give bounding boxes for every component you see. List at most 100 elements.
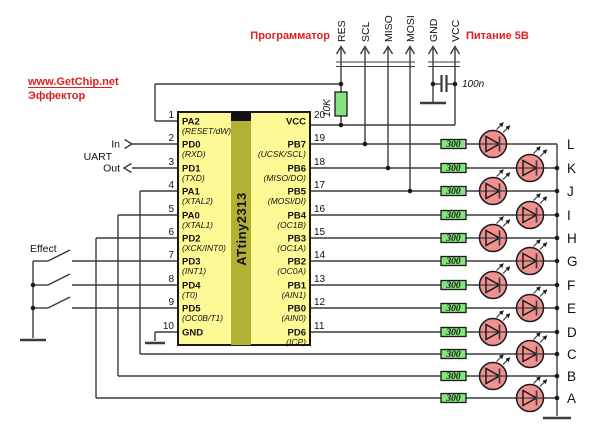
pin-alt-function: (OC0A) [277,266,306,276]
junction-dot [554,165,560,171]
chip-name: ATtiny2313 [234,192,249,265]
uart-out-label: Out [103,163,120,175]
connector-signal-label: GND [428,18,440,42]
led-ray-head [505,266,510,272]
switch-lever [47,296,71,309]
power-label: Питание 5В [466,30,529,42]
arrow-up-icon [359,45,371,55]
junction-dot [554,329,560,335]
junction-dot [338,81,344,87]
pin-alt-function: (UCSK/SCL) [258,149,306,159]
led-triangle [485,135,502,153]
pin-alt-function: (T0) [182,290,198,300]
pin-name: PB3 [288,234,306,245]
led-resistor [440,392,467,404]
arrow-up-icon [382,45,394,55]
pin-name: PB5 [288,187,307,198]
led-resistor-value: 300 [445,328,461,338]
pin-alt-function: (XCK/INT0) [182,243,226,253]
led-resistor-value: 300 [445,281,461,291]
led-resistor-value: 300 [445,394,461,404]
capacitor-value: 100n [462,79,485,90]
pin-alt-function: (XTAL2) [182,196,213,206]
led-ray-head [505,357,510,363]
pin-name: GND [182,328,203,339]
connector-signal-label: SCL [360,21,372,42]
junction-dot [338,122,344,128]
project-name-text: Эффектор [28,90,86,102]
pin-name: PD4 [182,281,201,292]
pin-alt-function: (MOSI/DI) [268,196,306,206]
led-ray-head [505,172,510,178]
pin-number: 9 [168,297,174,308]
pin-number: 18 [314,157,326,168]
pin-name: PB2 [288,257,306,268]
chip-pin1-notch [231,112,251,121]
led-resistor-value: 300 [445,372,461,382]
led-resistor-value: 300 [445,187,461,197]
pin-number: 2 [168,133,174,144]
pin-number: 14 [314,250,326,261]
led-ray-head [535,332,541,338]
chip-stripe [231,112,251,345]
led-ray-head [498,122,504,128]
junction-dot [385,165,391,171]
led-triangle [522,389,539,407]
led-resistor-value: 300 [445,140,461,150]
pin-name: PB6 [288,164,306,175]
led-row-letter: F [567,278,575,293]
pin-alt-function: (AIN0) [281,313,306,323]
led-row-letter: D [567,325,577,340]
led-triangle [522,159,539,177]
pin-number: 13 [314,274,326,285]
pin-name: PA0 [182,211,200,222]
effect-label: Effect [30,243,57,255]
pin-alt-function: (XTAL1) [182,220,213,230]
junction-dot [554,212,560,218]
led-ray-head [542,379,547,385]
led-resistor-value: 300 [445,257,461,267]
led-resistor [440,185,467,197]
pin-number: 17 [314,180,326,191]
junction-dot [554,305,560,311]
led-row-letter: E [567,301,576,316]
pin-alt-function: (TXD) [182,173,205,183]
junction-dot [452,81,458,87]
junction-dot [554,282,560,288]
led-resistor [440,370,467,382]
programmer-label: Программатор [250,30,330,42]
pin-number: 5 [168,204,174,215]
pin-number: 10 [163,321,175,332]
junction-dot [30,305,36,311]
pin-name: PB4 [288,211,307,222]
led-ray-head [498,354,504,360]
led-resistor-value: 300 [445,234,461,244]
junction-dot [554,351,560,357]
pin-number: 19 [314,133,326,144]
switch-lever [47,273,71,286]
led-ray-head [505,219,510,225]
led-row-letter: A [567,391,576,406]
junction-dot [554,373,560,379]
pin-alt-function: (OC1B) [277,220,306,230]
components-layer [20,45,571,420]
pin-number: 1 [168,110,174,121]
led-triangle [522,252,539,270]
led-ray-head [542,335,547,341]
led-resistor [440,302,467,314]
led-resistor-value: 300 [445,164,461,174]
led-row-letter: L [567,137,575,152]
led-ray-head [535,193,541,199]
arrow-right-icon [124,138,134,150]
arrow-up-icon [449,45,461,55]
junction-dot [554,188,560,194]
junction-dot [430,81,436,87]
led-ray-head [498,169,504,175]
junction-dot [554,235,560,241]
junction-dot [407,188,413,194]
pin-name: VCC [286,117,306,128]
led-resistor [440,232,467,244]
led-triangle [522,345,539,363]
led-ray-head [542,242,547,248]
